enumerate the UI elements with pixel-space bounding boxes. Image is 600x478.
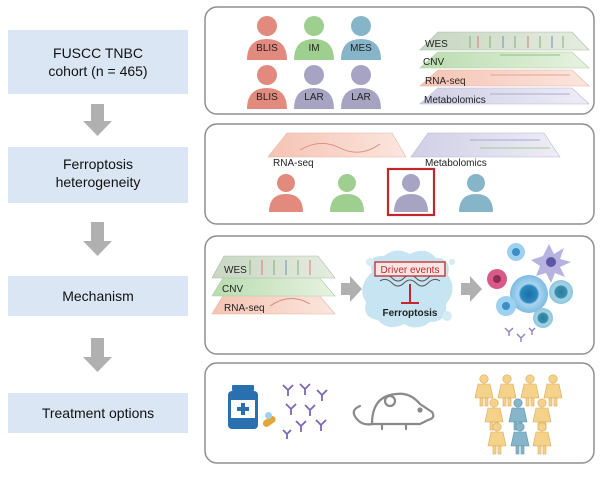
cell-icon [510,275,548,313]
driver-events-label: Driver events [381,265,440,276]
cell-icon [531,244,571,283]
omics-stack-mechanism: WES CNV RNA-seq [211,255,336,315]
step-label-ferroptosis-line2: heterogeneity [56,174,141,190]
subtype-label: BLIS [256,43,278,54]
step-label-cohort-line1: FUSCC TNBC [53,45,143,61]
subtype-silhouettes: BLIS IM MES BLIS LAR LAR [247,16,381,109]
omics-layer [419,69,590,87]
heatmap-texture [469,36,570,95]
subtype-label: MES [350,43,372,54]
step-label-mechanism: Mechanism [62,288,134,304]
patient-crowd-highlight [508,398,530,455]
down-arrow-1 [83,104,112,136]
omics-layer-label: RNA-seq [224,303,265,314]
driver-events-box [374,261,446,277]
person-icon [543,374,563,407]
patient-crowd-icon [474,374,563,455]
person-icon [508,398,528,431]
step-box-cohort: FUSCC TNBC cohort (n = 465) [8,30,188,94]
person-icon [247,16,287,60]
mouse-icon [352,392,435,431]
subtype-label: LAR [304,92,323,103]
omics-layer [267,132,407,158]
ferroptosis-label: Ferroptosis [382,308,437,319]
cell-icon [533,308,553,328]
person-icon [474,374,494,407]
layer-label-metabolomics: Metabolomics [425,158,487,169]
person-icon [497,374,517,407]
person-icon [294,65,334,109]
subtype-label: BLIS [256,92,278,103]
omics-layer [410,132,561,158]
down-arrow-3 [83,338,112,372]
cell-icon [549,280,573,304]
drug-bottle-icon [228,385,276,429]
step-label-cohort-line2: cohort (n = 465) [48,63,147,79]
omics-layer-label: CNV [222,284,243,295]
ferroptosis-cell: Driver events Ferroptosis [362,250,455,328]
person-icon [510,422,530,455]
right-arrow-2 [461,276,482,302]
omics-layer-label: RNA-seq [425,76,466,87]
step-box-ferroptosis: Ferroptosis heterogeneity [8,147,188,203]
ferroptosis-subgroups [269,167,493,217]
layer-label-rna: RNA-seq [273,158,314,169]
immune-cells [487,243,573,342]
subtype-label: LAR [351,92,370,103]
step-box-mechanism: Mechanism [8,276,188,316]
omics-layer-label: WES [425,39,448,50]
omics-stack-cohort: WES CNV RNA-seq Metabolomics [419,31,590,106]
person-icon [341,65,381,109]
antibody-icon [504,327,536,342]
person-icon [341,16,381,60]
step-label-ferroptosis-line1: Ferroptosis [63,156,133,172]
person-icon [247,65,287,109]
person-icon [520,374,540,407]
omics-layer-label: Metabolomics [424,95,486,106]
omics-layer [419,31,590,51]
antibody-cluster-icon [282,383,328,439]
person-icon [269,174,303,212]
step-label-treatment: Treatment options [42,405,154,421]
ferroptosis-layers: RNA-seq Metabolomics [267,132,561,169]
person-icon [459,174,493,212]
omics-layer [419,51,590,69]
down-arrow-2 [83,222,112,256]
person-icon [394,174,428,212]
omics-layer [419,87,590,105]
highlight-box [386,167,436,217]
omics-layer-label: WES [224,265,247,276]
person-icon [487,422,507,455]
person-icon [532,422,552,455]
omics-layer-label: CNV [423,57,444,68]
person-icon [294,16,334,60]
right-arrow-1 [341,276,362,302]
person-icon [330,174,364,212]
subtype-label: IM [308,43,319,54]
step-box-treatment: Treatment options [8,393,188,433]
